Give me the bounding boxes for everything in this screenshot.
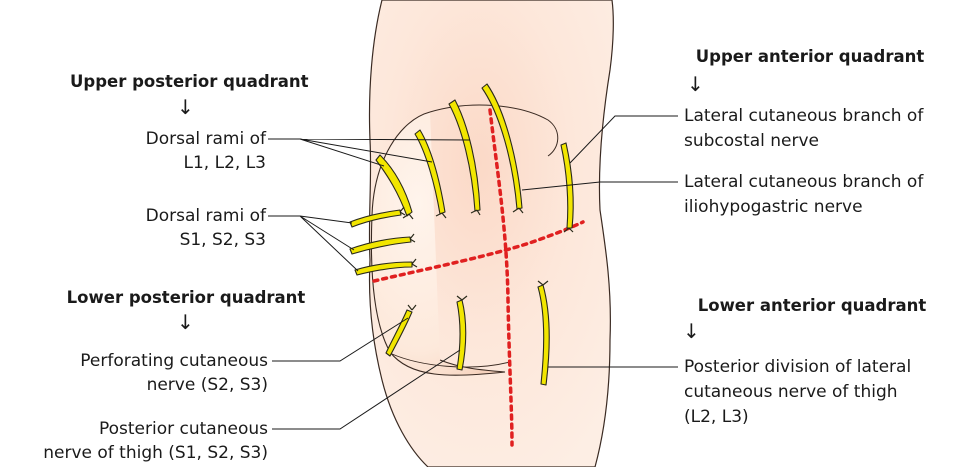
posterior-cutaneous-label-line2: nerve of thigh (S1, S2, S3) — [0, 441, 268, 465]
dorsal-rami-s-label-line1: Dorsal rami of — [60, 204, 266, 228]
lower-posterior-heading: Lower posterior quadrant — [52, 286, 320, 310]
upper-anterior-heading: Upper anterior quadrant — [680, 45, 940, 69]
upper-posterior-arrow: ↓ — [177, 97, 194, 117]
upper-posterior-heading: Upper posterior quadrant — [70, 70, 300, 94]
iliohypogastric-label-line2: iliohypogastric nerve — [684, 195, 863, 219]
posterior-cutaneous-label-line1: Posterior cutaneous — [20, 417, 268, 441]
lower-anterior-heading: Lower anterior quadrant — [672, 294, 952, 318]
posterior-division-label-line2: cutaneous nerve of thigh — [684, 380, 898, 404]
lower-posterior-arrow: ↓ — [177, 312, 194, 332]
subcostal-label-line1: Lateral cutaneous branch of — [684, 104, 923, 128]
upper-anterior-arrow: ↓ — [687, 74, 704, 94]
perforating-label-line1: Perforating cutaneous — [20, 349, 268, 373]
iliohypogastric-label-line1: Lateral cutaneous branch of — [684, 170, 923, 194]
posterior-division-label-line1: Posterior division of lateral — [684, 355, 911, 379]
dorsal-rami-l-label-line2: L1, L2, L3 — [60, 151, 266, 175]
dorsal-rami-s-label-line2: S1, S2, S3 — [60, 228, 266, 252]
subcostal-label-line2: subcostal nerve — [684, 129, 819, 153]
dorsal-rami-l-label-line1: Dorsal rami of — [60, 127, 266, 151]
lower-anterior-arrow: ↓ — [683, 321, 700, 341]
posterior-division-label-line3: (L2, L3) — [684, 405, 749, 429]
perforating-label-line2: nerve (S2, S3) — [20, 373, 268, 397]
leader-dorsal-s — [268, 216, 358, 271]
